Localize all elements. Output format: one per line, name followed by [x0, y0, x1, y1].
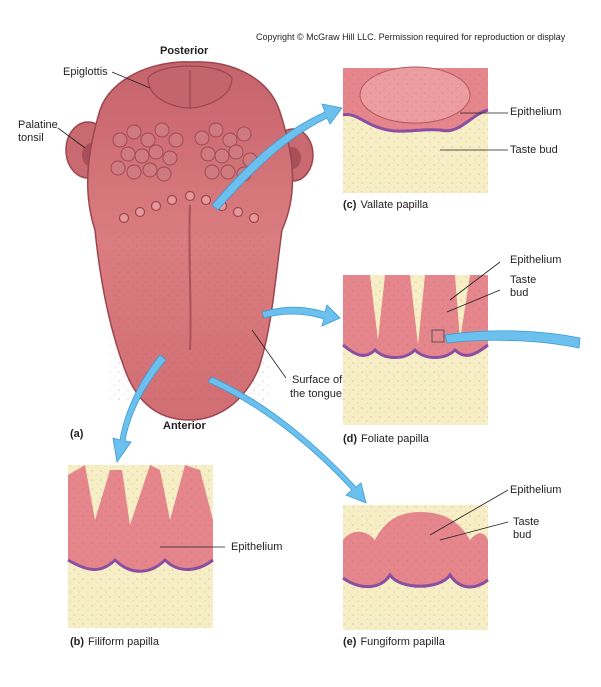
panel-c-title: Vallate papilla — [360, 199, 429, 211]
panel-d-title: Foliate papilla — [361, 433, 429, 445]
copyright-notice: Copyright © McGraw Hill LLC. Permission … — [256, 32, 566, 42]
posterior-label: Posterior — [160, 45, 209, 57]
anterior-label: Anterior — [163, 420, 206, 432]
panel-c-letter: (c) — [343, 199, 357, 211]
panel-e-letter: (e) — [343, 636, 357, 648]
panel-d-letter: (d) — [343, 433, 358, 445]
surface-of-tongue-label-line1: Surface of — [292, 374, 343, 386]
vallate-papillae-row — [118, 190, 260, 224]
foliate-taste-label-line1: Taste — [510, 274, 537, 286]
filiform-papilla-tissue — [67, 465, 214, 628]
vallate-taste-bud-label: Taste bud — [510, 144, 558, 156]
arrow-to-vallate — [211, 103, 343, 211]
magnification-arrows — [112, 103, 581, 504]
panel-b-title: Filiform papilla — [88, 636, 159, 648]
fungiform-epithelium-label: Epithelium — [510, 484, 562, 496]
epiglottis-label: Epiglottis — [63, 66, 108, 78]
panel-d-caption: (d)Foliate papilla — [343, 433, 429, 446]
palatine-tonsil-label-line1: Palatine — [18, 119, 58, 131]
vallate-papilla-tissue — [342, 66, 489, 193]
vallate-epithelium-label: Epithelium — [510, 106, 562, 118]
arrow-to-filiform — [112, 354, 167, 464]
palatine-tonsil-label-line2: tonsil — [18, 132, 44, 144]
fungiform-taste-label-line2: bud — [513, 529, 532, 541]
foliate-taste-label-line2: bud — [510, 287, 529, 299]
fungiform-taste-label-line1: Taste — [513, 516, 540, 528]
surface-of-tongue-label-line2: the tongue — [290, 388, 342, 400]
tongue-illustration — [65, 61, 314, 421]
leader-lines — [57, 71, 509, 548]
panel-b-caption: (b)Filiform papilla — [70, 636, 159, 649]
panel-e-title: Fungiform papilla — [360, 636, 445, 648]
fungiform-papilla-tissue — [342, 505, 489, 630]
panel-c-caption: (c)Vallate papilla — [343, 199, 428, 212]
foliate-epithelium-label: Epithelium — [510, 254, 562, 266]
arrow-to-foliate — [261, 304, 341, 327]
lingual-tonsil — [110, 122, 258, 182]
foliate-papilla-tissue — [342, 275, 489, 425]
panel-a-letter: (a) — [70, 428, 84, 440]
arrow-to-taste-bud-detail — [444, 330, 581, 349]
filiform-epithelium-label: Epithelium — [231, 541, 283, 553]
panel-b-letter: (b) — [70, 636, 85, 648]
arrow-to-fungiform — [207, 376, 367, 504]
panel-e-caption: (e)Fungiform papilla — [343, 636, 445, 649]
